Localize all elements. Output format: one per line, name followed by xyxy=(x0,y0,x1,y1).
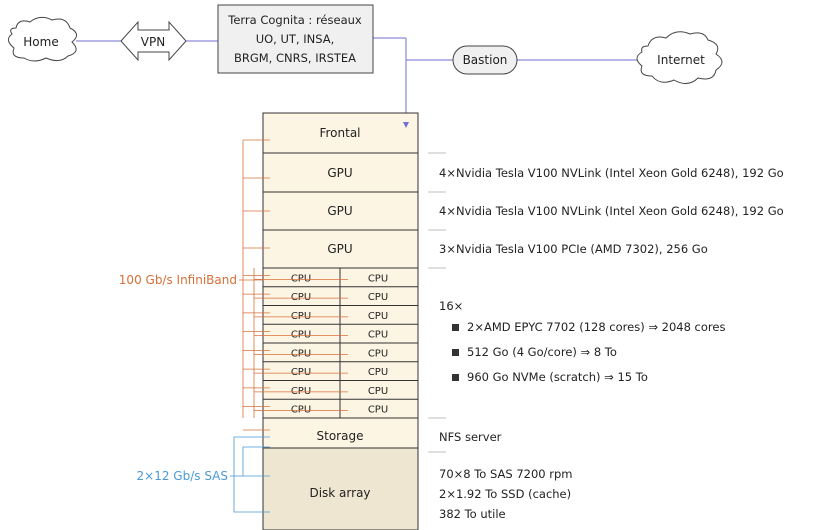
cpu-node-left-label: CPU xyxy=(291,311,311,322)
disk-spec-line: 70×8 To SAS 7200 rpm xyxy=(439,467,573,481)
cpu-node-right-label: CPU xyxy=(368,348,388,359)
cpu-node-left-label: CPU xyxy=(291,330,311,341)
sas-label: 2×12 Gb/s SAS xyxy=(137,469,228,483)
bullet-icon xyxy=(452,349,459,356)
cpu-node-right-label: CPU xyxy=(368,367,388,378)
cpu-row-dividers xyxy=(263,286,418,400)
cpu-node-left-label: CPU xyxy=(291,273,311,284)
infiniband-label: 100 Gb/s InfiniBand xyxy=(119,273,237,287)
bastion-node: Bastion xyxy=(452,45,518,75)
terra-line-2: UO, UT, INSA, xyxy=(256,32,335,46)
cpu-node-left-label: CPU xyxy=(291,405,311,416)
cpu-node-left-label: CPU xyxy=(291,292,311,303)
cpu-labels: CPU CPU CPU CPU CPU CPU CPU CPU CPU CPU CPU CPU CPU C… xyxy=(291,273,388,415)
disk-spec-line: 382 To utile xyxy=(439,507,506,521)
gpu-node-2-label: GPU xyxy=(327,204,352,218)
gpu-node-1-label: GPU xyxy=(327,166,352,180)
infiniband-links xyxy=(239,140,263,418)
cpu-node-left-label: CPU xyxy=(291,367,311,378)
cpu-spec-item: 512 Go (4 Go/core) ⇒ 8 To xyxy=(467,345,617,359)
disk-array-label: Disk array xyxy=(309,486,370,500)
infiniband-node-links xyxy=(243,139,348,431)
vpn-arrow: VPN xyxy=(120,20,187,62)
cpu-node-right-label: CPU xyxy=(368,292,388,303)
bastion-label: Bastion xyxy=(463,53,508,67)
cpu-node-right-label: CPU xyxy=(368,273,388,284)
storage-label: Storage xyxy=(317,429,364,443)
home-label: Home xyxy=(23,35,58,49)
bullet-icon xyxy=(452,324,459,331)
cpu-node-right-label: CPU xyxy=(368,386,388,397)
frontal-label: Frontal xyxy=(319,126,360,140)
gpu-node-1-spec: 4×Nvidia Tesla V100 NVLink (Intel Xeon G… xyxy=(439,166,784,180)
cpu-node-left-label: CPU xyxy=(291,348,311,359)
gpu-node-2-spec: 4×Nvidia Tesla V100 NVLink (Intel Xeon G… xyxy=(439,204,784,218)
cpu-node-right-label: CPU xyxy=(368,330,388,341)
sas-links xyxy=(230,436,270,513)
cpu-node-left-label: CPU xyxy=(291,386,311,397)
storage-spec: NFS server xyxy=(439,430,502,444)
gpu-node-3-label: GPU xyxy=(327,242,352,256)
cpu-node-right-label: CPU xyxy=(368,405,388,416)
cpu-spec-item: 2×AMD EPYC 7702 (128 cores) ⇒ 2048 cores xyxy=(467,320,725,334)
gpu-node-3-spec: 3×Nvidia Tesla V100 PCIe (AMD 7302), 256… xyxy=(439,242,708,256)
frontal-link-arrow xyxy=(403,122,409,128)
terra-cognita-box: Terra Cognita : réseaux UO, UT, INSA, BR… xyxy=(217,4,374,74)
bullet-icon xyxy=(452,374,459,381)
home-cloud: Home xyxy=(8,16,77,62)
cpu-spec-list: 2×AMD EPYC 7702 (128 cores) ⇒ 2048 cores… xyxy=(452,320,725,384)
spec-separators xyxy=(428,152,446,453)
internet-label: Internet xyxy=(657,53,705,67)
internet-cloud: Internet xyxy=(636,31,723,84)
rack xyxy=(262,112,419,530)
vpn-label: VPN xyxy=(141,35,165,49)
cpu-node-count: 16× xyxy=(439,299,463,313)
cpu-node-right-label: CPU xyxy=(368,311,388,322)
cpu-spec-item: 960 Go NVMe (scratch) ⇒ 15 To xyxy=(467,370,648,384)
terra-line-1: Terra Cognita : réseaux xyxy=(227,13,362,27)
terra-line-3: BRGM, CNRS, IRSTEA xyxy=(234,51,356,65)
disk-spec-line: 2×1.92 To SSD (cache) xyxy=(439,487,571,501)
